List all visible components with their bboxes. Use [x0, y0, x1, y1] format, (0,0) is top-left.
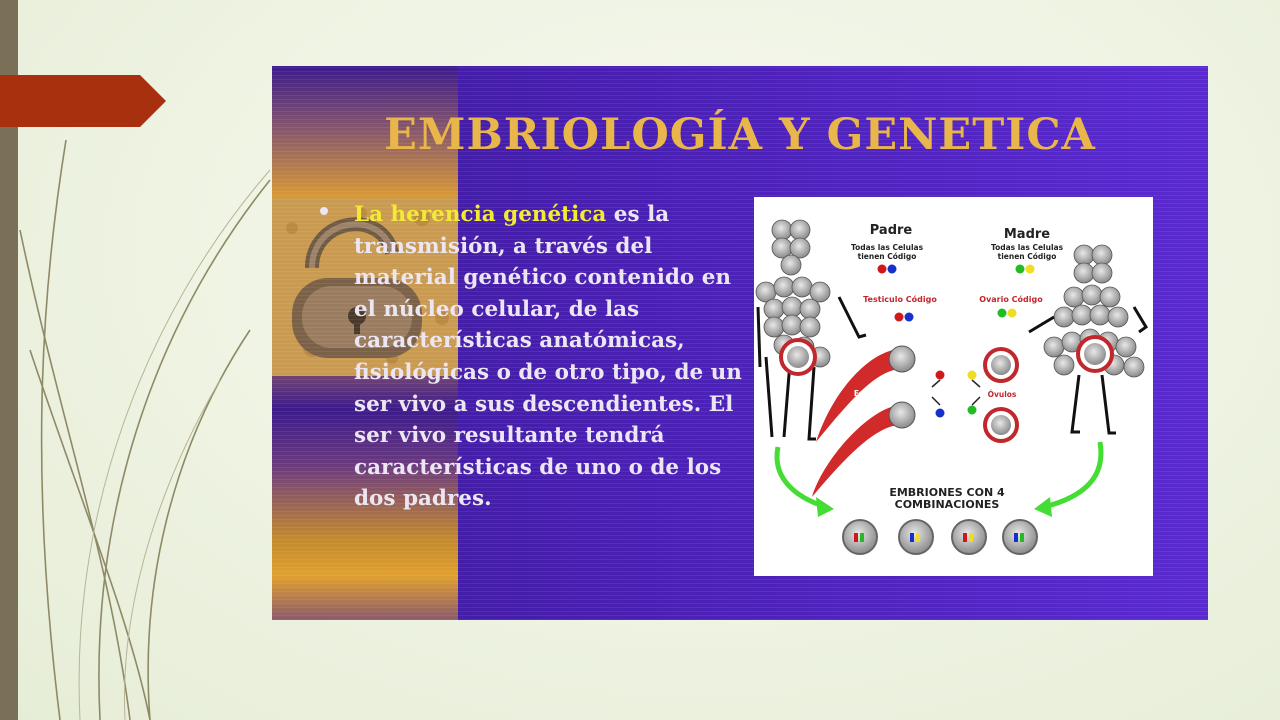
left-sidebar-bar [0, 0, 18, 720]
bullet-highlight: La herencia genética [354, 202, 607, 227]
espermatozoides-label: Espermatozoides [853, 389, 927, 398]
testiculo-label: Testiculo Código [863, 295, 937, 304]
red-arrow-tab [0, 75, 166, 127]
madre-label: Madre [1003, 227, 1051, 242]
slide-image: EMBRIOLOGÍA Y GENETICA La herencia genét… [272, 66, 1208, 620]
heredity-diagram-graphic [755, 219, 1148, 555]
bullet-dot [320, 207, 328, 215]
heredity-diagram: Padre Madre Todas las Celulas tienen Cód… [754, 197, 1153, 576]
bullet-body: es la transmisión, a través del material… [354, 202, 742, 512]
decorative-grass-lines [19, 139, 271, 720]
padre-label: Padre [869, 223, 913, 238]
bullet-paragraph: La herencia genética es la transmisión, … [354, 199, 754, 515]
ovario-label: Ovario Código [979, 295, 1043, 304]
mother-cells-caption: Todas las Celulas tienen Código [990, 243, 1064, 261]
padlock-image [272, 198, 458, 376]
embriones-label: EMBRIONES CON 4 COMBINACIONES [889, 486, 1005, 511]
slide-title: EMBRIOLOGÍA Y GENETICA [384, 110, 1096, 160]
father-cells-caption: Todas las Celulas tienen Código [850, 243, 924, 261]
ovulos-label: Óvulos [987, 390, 1017, 399]
